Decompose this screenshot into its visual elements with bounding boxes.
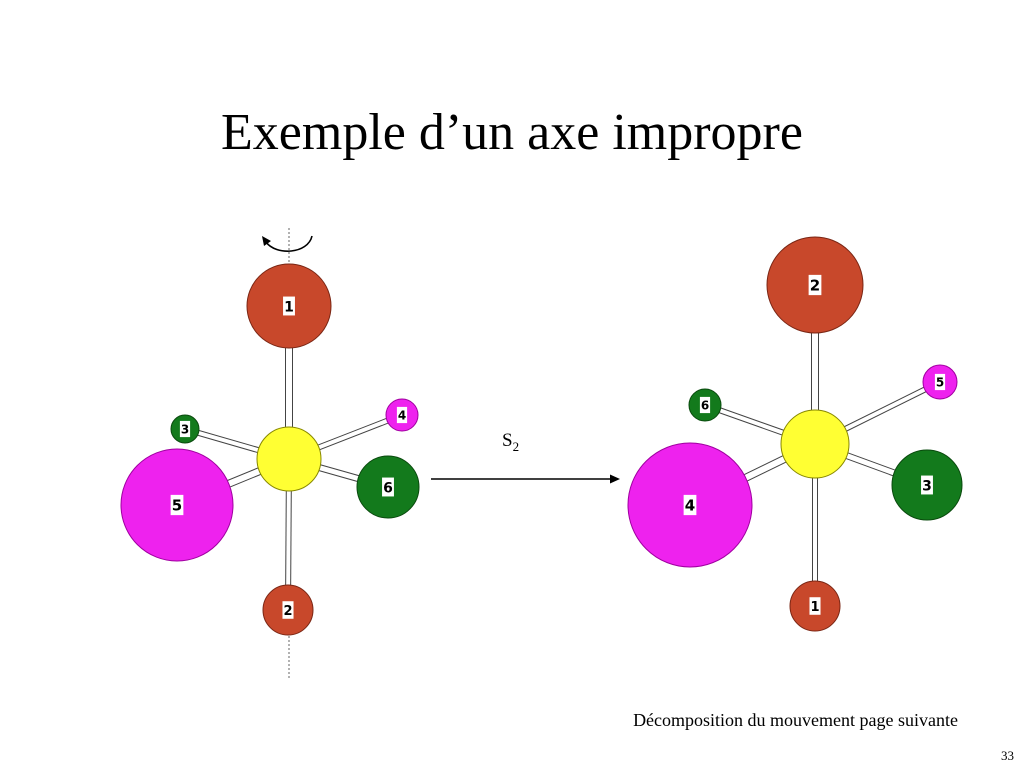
atom-4: 4	[385, 398, 419, 432]
atom-5: 5	[120, 448, 234, 562]
page-number: 33	[1001, 748, 1014, 763]
atom-label: 6	[383, 480, 393, 496]
atom-label-box	[283, 296, 295, 316]
molecule-after: 2 1 6 5 4 3	[627, 236, 963, 632]
atom-label: 2	[810, 277, 820, 295]
atom-label-box	[179, 420, 191, 438]
atom-5: 5	[922, 364, 958, 400]
atom-label: 1	[284, 299, 294, 315]
operation-label: S2	[502, 430, 519, 455]
atom-1: 1	[789, 580, 841, 632]
molecule-before: 1 2 3 4 5 6	[120, 228, 420, 678]
atom-label-box	[808, 274, 822, 296]
atom-label-box	[921, 475, 933, 495]
atom-2: 2	[766, 236, 864, 334]
slide-title: Exemple d’un axe impropre	[221, 104, 803, 161]
atom-label-box	[282, 601, 294, 619]
atom-label: 1	[810, 600, 819, 615]
atom-6: 6	[356, 455, 420, 519]
atom-label-box	[170, 494, 184, 516]
atom-label: 2	[283, 604, 292, 619]
atom-label-box	[699, 396, 711, 414]
operation-subscript: 2	[512, 438, 520, 454]
atom-label-box	[809, 597, 821, 615]
rotation-arrow-icon	[262, 235, 313, 252]
atom-label: 5	[172, 497, 182, 515]
caption-text: Décomposition du mouvement page suivante	[633, 710, 958, 730]
atom-label-box	[683, 494, 697, 516]
atom-label: 3	[922, 478, 932, 494]
atom-6: 6	[688, 388, 722, 422]
atom-3: 3	[891, 449, 963, 521]
atom-label-box	[396, 406, 408, 424]
operation-symbol: S	[502, 430, 513, 451]
atom-2: 2	[262, 584, 314, 636]
atom-1: 1	[246, 263, 332, 349]
transformation-arrow	[431, 474, 620, 484]
atom-label: 4	[685, 497, 695, 515]
atom-label: 6	[701, 399, 709, 413]
central-atom	[256, 426, 322, 492]
atom-label: 4	[398, 409, 406, 423]
atom-label-box	[382, 477, 394, 497]
atom-3: 3	[170, 414, 200, 444]
atom-label-box	[934, 373, 946, 391]
atom-label: 5	[936, 376, 944, 390]
central-atom	[780, 409, 850, 479]
atom-4: 4	[627, 442, 753, 568]
atom-label: 3	[181, 423, 189, 437]
